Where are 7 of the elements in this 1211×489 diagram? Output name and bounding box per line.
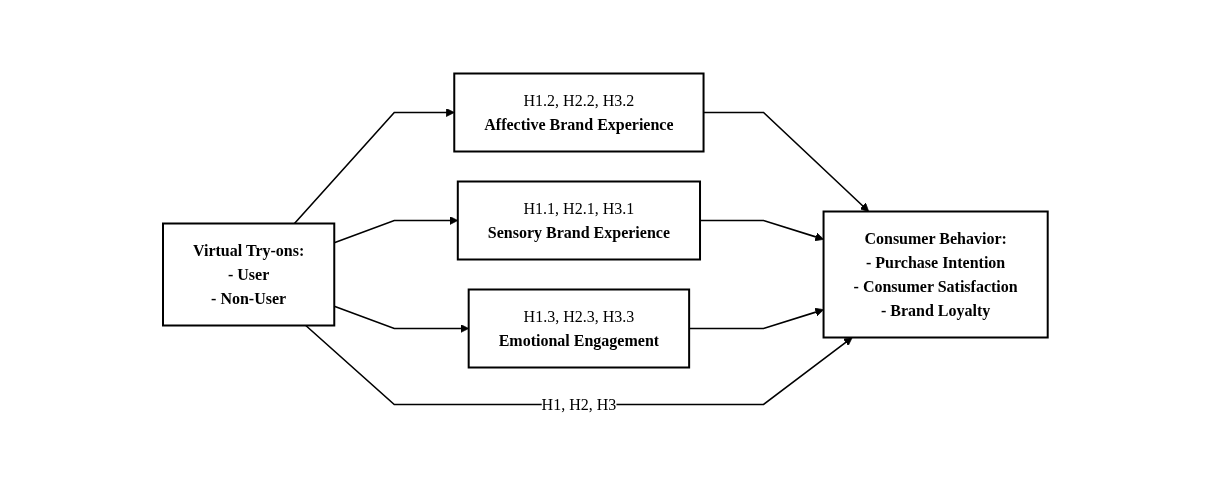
node-box: H1.1, H2.1, H3.1 Sensory Brand Experience xyxy=(456,180,702,260)
arrow xyxy=(293,107,455,224)
node-box: H1.2, H2.2, H3.2 Affective Brand Experience xyxy=(453,72,705,152)
node-box: Virtual Try-ons: - User - Non-User xyxy=(162,222,336,326)
node-box: H1.3, H2.3, H3.3 Emotional Engagement xyxy=(467,288,691,368)
node-box: Consumer Behavior: - Purchase Intention - Consumer Satisfaction - Brand Loyalty xyxy=(822,210,1049,338)
edge-label: H1, H2, H3 xyxy=(541,395,617,412)
